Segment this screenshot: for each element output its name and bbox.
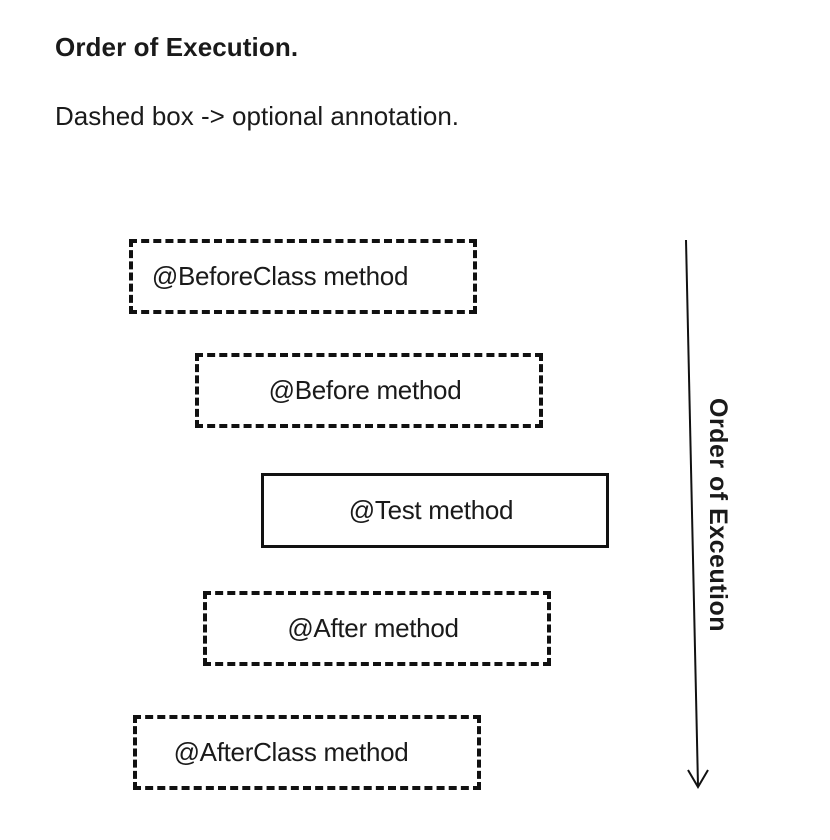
- before-class-box: @BeforeClass method: [129, 239, 477, 314]
- arrow-head-icon: [687, 769, 709, 789]
- test-label: @Test method: [348, 495, 514, 525]
- before-class-label: @BeforeClass method: [151, 261, 409, 291]
- test-box: @Test method: [261, 473, 609, 548]
- arrow-label-container: Order of Exceution: [703, 398, 743, 668]
- after-label: @After method: [287, 613, 459, 643]
- after-box: @After method: [203, 591, 551, 666]
- before-label: @Before method: [268, 375, 462, 405]
- execution-order-arrow: [685, 239, 709, 789]
- after-class-label: @AfterClass method: [173, 737, 409, 767]
- arrow-label: Order of Exceution: [704, 398, 732, 633]
- legend-note: Dashed box -> optional annotation.: [55, 101, 460, 131]
- after-class-box: @AfterClass method: [133, 715, 481, 790]
- page-title: Order of Execution.: [55, 32, 299, 62]
- before-box: @Before method: [195, 353, 543, 428]
- arrow-shaft: [685, 239, 699, 787]
